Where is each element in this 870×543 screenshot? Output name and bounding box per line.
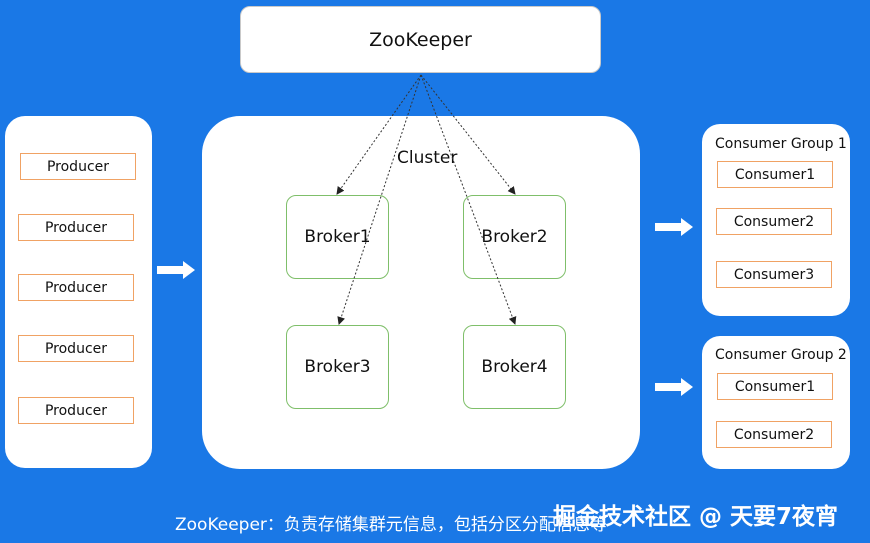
zookeeper-label: ZooKeeper bbox=[369, 28, 472, 51]
producer-node: Producer bbox=[18, 397, 134, 424]
broker-label: Broker1 bbox=[304, 227, 371, 247]
consumer-label: Consumer1 bbox=[734, 166, 816, 183]
zk-broker1-connector bbox=[336, 74, 422, 195]
cluster-to-group1-arrow-icon bbox=[655, 218, 693, 236]
producer-label: Producer bbox=[46, 158, 110, 175]
zookeeper-box: ZooKeeper bbox=[240, 6, 601, 73]
consumer-node: Consumer1 bbox=[717, 161, 833, 188]
consumer-label: Consumer3 bbox=[733, 266, 815, 283]
watermark: 掘金技术社区 @ 天要7夜宵 bbox=[553, 504, 839, 530]
broker-label: Broker4 bbox=[481, 357, 548, 377]
producer-node: Producer bbox=[20, 153, 136, 180]
consumer-label: Consumer1 bbox=[734, 378, 816, 395]
zk-broker2-connector bbox=[420, 74, 516, 195]
cluster-container bbox=[202, 116, 640, 469]
consumer-group-title: Consumer Group 1 bbox=[715, 136, 847, 152]
broker-label: Broker2 bbox=[481, 227, 548, 247]
producer-label: Producer bbox=[44, 219, 108, 236]
broker-label: Broker3 bbox=[304, 357, 371, 377]
cluster-to-group2-arrow-icon bbox=[655, 378, 693, 396]
consumer-label: Consumer2 bbox=[733, 426, 815, 443]
zk-broker3-connector bbox=[337, 74, 422, 325]
zk-broker4-connector bbox=[420, 74, 517, 325]
producer-node: Producer bbox=[18, 214, 134, 241]
broker-node: Broker4 bbox=[463, 325, 566, 409]
consumer-node: Consumer2 bbox=[716, 208, 832, 235]
producer-node: Producer bbox=[18, 335, 134, 362]
cluster-label: Cluster bbox=[397, 148, 458, 168]
consumer-node: Consumer1 bbox=[717, 373, 833, 400]
consumer-group-title: Consumer Group 2 bbox=[715, 347, 847, 363]
footer-caption: ZooKeeper：负责存储集群元信息，包括分区分配信息等 bbox=[175, 515, 607, 535]
consumer-node: Consumer2 bbox=[716, 421, 832, 448]
producer-label: Producer bbox=[44, 279, 108, 296]
producer-node: Producer bbox=[18, 274, 134, 301]
producer-to-cluster-arrow-icon bbox=[157, 261, 195, 279]
producer-label: Producer bbox=[44, 340, 108, 357]
consumer-node: Consumer3 bbox=[716, 261, 832, 288]
broker-node: Broker1 bbox=[286, 195, 389, 279]
broker-node: Broker3 bbox=[286, 325, 389, 409]
broker-node: Broker2 bbox=[463, 195, 566, 279]
producer-label: Producer bbox=[44, 402, 108, 419]
consumer-label: Consumer2 bbox=[733, 213, 815, 230]
flow-arrows bbox=[157, 218, 693, 396]
